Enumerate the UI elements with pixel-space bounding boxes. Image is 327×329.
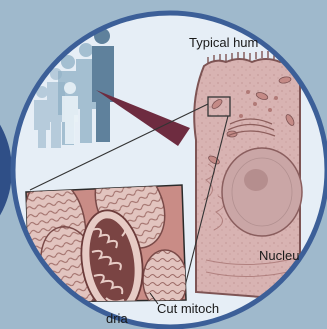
cut-mitochondria-label: Cut mitoch	[157, 302, 219, 315]
adjacent-panel-circle	[0, 78, 12, 262]
main-circle	[13, 13, 327, 327]
nucleus-label: Nucleu	[259, 249, 299, 262]
diagram-title-label: Typical hum	[189, 36, 258, 49]
mitochondria-label: dria	[106, 312, 128, 325]
nucleus	[222, 148, 302, 236]
